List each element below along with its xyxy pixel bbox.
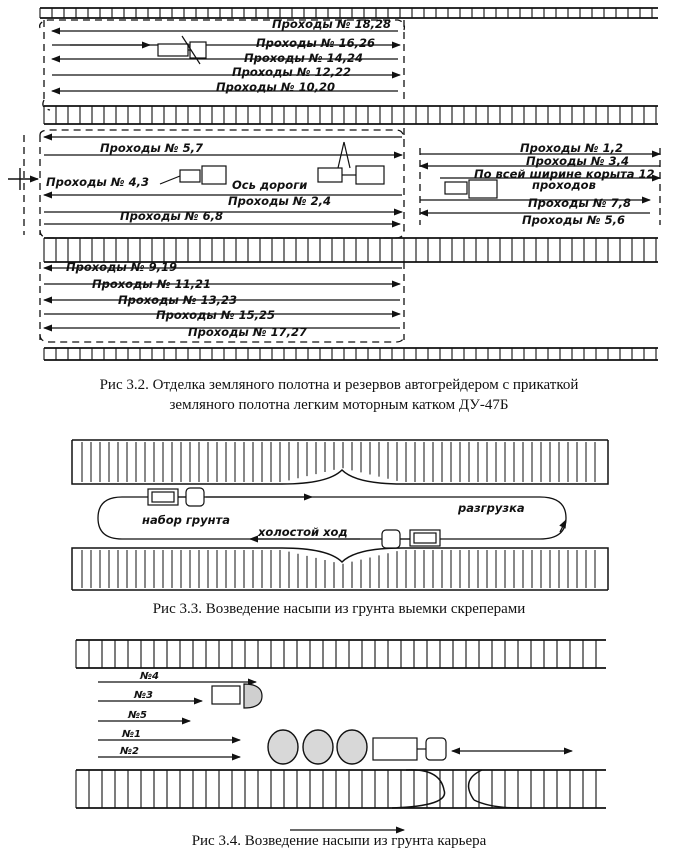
pass-label-17-27: Проходы № 17,27 [188, 325, 307, 339]
quarry-strip-top [75, 639, 606, 669]
pass-label-14-24: Проходы № 14,24 [244, 51, 363, 65]
pass-number-1: №1 [121, 729, 141, 740]
grader-machine-mid [159, 165, 227, 185]
reserve-strip-top [39, 7, 658, 19]
full-width-label-2: проходов [532, 178, 596, 192]
pass-label-9-19: Проходы № 9,19 [66, 260, 177, 274]
pass-label-10-20: Проходы № 10,20 [216, 80, 335, 94]
road-axis-label: Ось дороги [232, 178, 307, 192]
pass-label-6-8: Проходы № 6,8 [120, 209, 223, 223]
pass-label-15-25: Проходы № 15,25 [156, 308, 275, 322]
figure-3-2: Проходы № 18,28 Проходы № 16,26 Проходы … [8, 7, 661, 413]
caption-fig-3-3: Рис 3.3. Возведение насыпи из грунта вые… [153, 601, 526, 617]
pass-label-4-3: Проходы № 4,3 [46, 175, 149, 189]
excavator [211, 683, 263, 709]
grader-machine-right [444, 179, 498, 199]
quarry-strip-bottom [75, 769, 606, 809]
caption-fig-3-2-line2: земляного полотна легким моторным катком… [170, 397, 509, 413]
cut-slope-ticks [81, 442, 596, 588]
roller-machine [317, 141, 385, 185]
label-soil-loading: набор грунта [142, 513, 230, 527]
scraper-machine-left [147, 487, 205, 507]
road-edge-strip-lower [43, 237, 658, 263]
pass-label-1-2: Проходы № 1,2 [520, 141, 623, 155]
reserve-strip-bottom [43, 347, 658, 361]
grader-machine-top [157, 35, 207, 65]
caption-fig-3-2-line1: Рис 3.2. Отделка земляного полотна и рез… [100, 377, 579, 393]
figure-3-4: №4 №3 №5 №1 №2 Рис 3.4. Возведение насып… [75, 639, 606, 849]
quarry-strips [75, 639, 606, 809]
scraper-machine-right [381, 529, 441, 549]
pass-label-18-28: Проходы № 18,28 [272, 17, 391, 31]
pass-label-2-4: Проходы № 2,4 [228, 194, 331, 208]
quarry-exit-road [391, 769, 521, 809]
pass-number-5: №5 [127, 710, 147, 721]
pass-number-labels: №4 №3 №5 №1 №2 [119, 671, 159, 757]
figure-3-3: набор грунта разгрузка холостой ход Рис … [71, 439, 609, 617]
pass-label-5-7: Проходы № 5,7 [100, 141, 203, 155]
pass-number-4: №4 [139, 671, 159, 682]
pass-number-2: №2 [119, 746, 139, 757]
caption-fig-3-4: Рис 3.4. Возведение насыпи из грунта кар… [192, 833, 487, 849]
pass-label-13-23: Проходы № 13,23 [118, 293, 237, 307]
full-width-label: По всей ширине корыта 12 [474, 167, 655, 181]
soil-piles [267, 729, 368, 765]
pass-arrows [43, 27, 661, 332]
dump-truck [372, 737, 447, 761]
label-idle-run: холостой ход [257, 525, 348, 539]
label-unloading: разгрузка [457, 501, 525, 515]
cut-outline [71, 439, 609, 591]
dashed-boundaries [23, 19, 661, 343]
pass-label-3-4: Проходы № 3,4 [526, 154, 629, 168]
pass-arrows-fig-3-4 [98, 678, 573, 834]
pass-labels: Проходы № 18,28 Проходы № 16,26 Проходы … [46, 17, 655, 339]
road-axis-marker [8, 168, 39, 190]
pass-label-7-8: Проходы № 7,8 [528, 196, 631, 210]
pass-label-11-21: Проходы № 11,21 [92, 277, 211, 291]
pass-label-5-6: Проходы № 5,6 [522, 213, 625, 227]
pass-label-12-22: Проходы № 12,22 [232, 65, 351, 79]
scraper-route-loop [97, 493, 567, 543]
pass-number-3: №3 [133, 690, 153, 701]
road-edge-strip-upper [43, 105, 658, 125]
pass-label-16-26: Проходы № 16,26 [256, 36, 375, 50]
